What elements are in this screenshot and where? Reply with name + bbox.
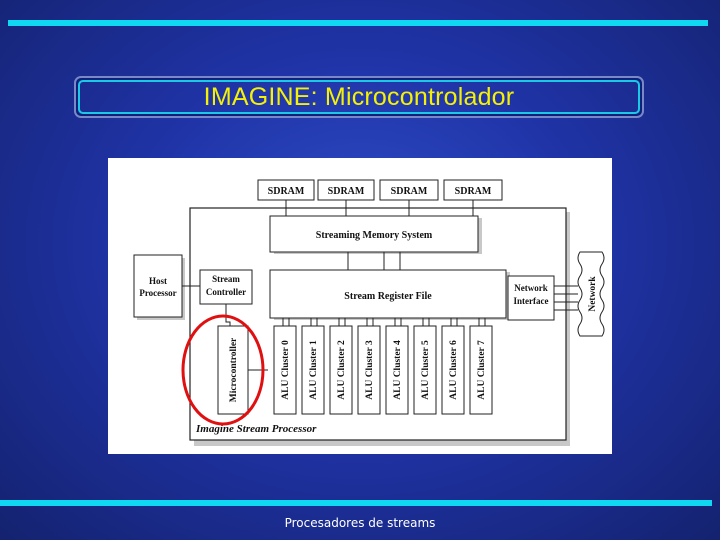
alu-cluster-0: ALU Cluster 0 xyxy=(273,318,297,415)
bottom-accent-rule xyxy=(0,500,712,506)
title-frame: IMAGINE: Microcontrolador xyxy=(74,76,644,118)
alu-cluster-6-label: ALU Cluster 6 xyxy=(449,340,459,400)
alu-cluster-6: ALU Cluster 6 xyxy=(441,318,465,415)
alu-cluster-7-label: ALU Cluster 7 xyxy=(477,340,487,400)
network-connectors xyxy=(554,285,578,311)
stream-register-file-label: Stream Register File xyxy=(344,291,432,302)
sdram-connectors xyxy=(285,200,474,216)
diagram-svg: SDRAM SDRAM SDRAM SDRAM Streaming Memory… xyxy=(133,179,605,446)
processor-caption: Imagine Stream Processor xyxy=(195,423,317,435)
host-processor-box xyxy=(133,254,183,318)
stream-controller-label-line2: Controller xyxy=(206,287,246,297)
alu-cluster-1: ALU Cluster 1 xyxy=(301,318,325,415)
sms-srf-connectors xyxy=(347,252,401,270)
streaming-memory-system-box xyxy=(269,215,479,253)
alu-cluster-2-label: ALU Cluster 2 xyxy=(337,340,347,400)
alu-cluster-2: ALU Cluster 2 xyxy=(329,318,353,415)
top-accent-rule xyxy=(8,20,708,26)
sdram-label-1: SDRAM xyxy=(328,186,365,197)
alu-cluster-4-label: ALU Cluster 4 xyxy=(393,340,403,400)
slide-footer: Procesadores de streams xyxy=(284,516,436,530)
network-cloud xyxy=(577,251,605,337)
microcontroller-label: Microcontroller xyxy=(229,337,239,402)
slide-title: IMAGINE: Microcontrolador xyxy=(203,82,515,111)
alu-cluster-3-label: ALU Cluster 3 xyxy=(365,340,375,400)
stream-controller-label-line1: Stream xyxy=(212,274,240,284)
network-interface-box xyxy=(507,275,555,321)
imagine-architecture-diagram: SDRAM SDRAM SDRAM SDRAM Streaming Memory… xyxy=(108,158,612,454)
host-processor-label-line2: Processor xyxy=(139,288,176,298)
alu-cluster-0-label: ALU Cluster 0 xyxy=(281,340,291,400)
controller-micro-connector xyxy=(225,304,231,326)
alu-cluster-1-label: ALU Cluster 1 xyxy=(309,340,319,400)
microcontroller-box xyxy=(217,325,249,415)
sdram-label-2: SDRAM xyxy=(391,186,428,197)
sdram-label-0: SDRAM xyxy=(268,186,305,197)
alu-clusters: ALU Cluster 0 ALU Cluster 1 ALU Cluster … xyxy=(273,318,493,415)
alu-cluster-3: ALU Cluster 3 xyxy=(357,318,381,415)
alu-cluster-7: ALU Cluster 7 xyxy=(469,318,493,415)
highlight-circle xyxy=(181,314,265,426)
streaming-memory-system-label: Streaming Memory System xyxy=(316,230,433,241)
sdram-label-3: SDRAM xyxy=(455,186,492,197)
network-label: Network xyxy=(588,276,598,312)
alu-cluster-5: ALU Cluster 5 xyxy=(413,318,437,415)
network-interface-label-line1: Network xyxy=(514,283,548,293)
stream-register-file-box xyxy=(269,269,507,319)
alu-cluster-4: ALU Cluster 4 xyxy=(385,318,409,415)
sdram-row: SDRAM SDRAM SDRAM SDRAM xyxy=(257,179,503,201)
title-frame-inner-border xyxy=(78,80,640,114)
alu-cluster-5-label: ALU Cluster 5 xyxy=(421,340,431,400)
network-interface-label-line2: Interface xyxy=(514,296,549,306)
host-processor-label-line1: Host xyxy=(149,276,167,286)
stream-controller-box xyxy=(199,269,253,305)
